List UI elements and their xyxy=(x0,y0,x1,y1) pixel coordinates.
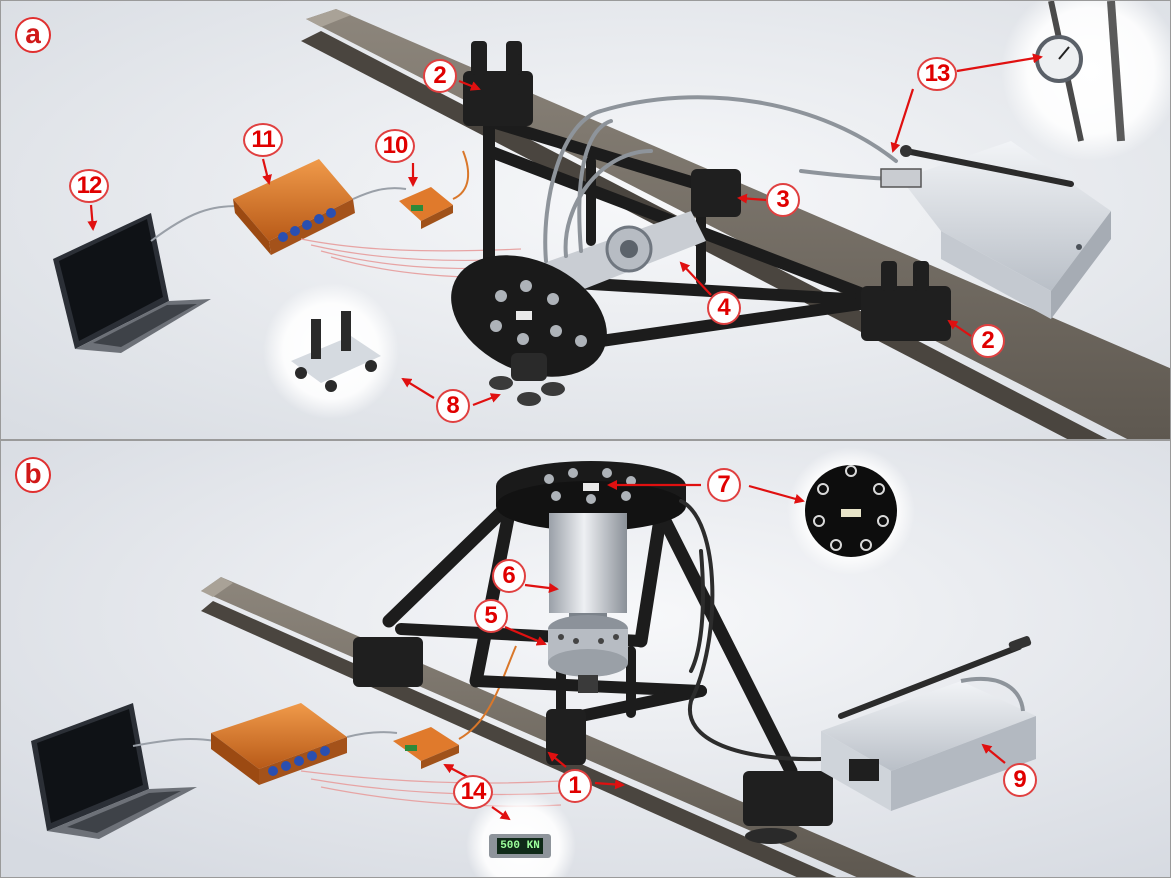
callout-a-12: 12 xyxy=(69,169,109,203)
callout-a-10: 10 xyxy=(375,129,415,163)
callout-a-3: 3 xyxy=(766,183,800,217)
callout-b-7: 7 xyxy=(707,468,741,502)
callout-b-1: 1 xyxy=(558,769,592,803)
callout-a-2-right: 2 xyxy=(971,324,1005,358)
panel-b: 500 KN b 1 5 6 7 9 14 xyxy=(0,440,1171,878)
callout-a-8: 8 xyxy=(436,389,470,423)
signal-conditioner xyxy=(399,187,453,229)
callout-a-11: 11 xyxy=(243,123,283,157)
panel-b-illustration xyxy=(1,441,1170,877)
data-acquisition-unit xyxy=(233,159,355,255)
plate-top-view-inset xyxy=(787,447,915,575)
panel-a: a 2 2 3 4 8 10 11 12 13 xyxy=(0,0,1171,440)
hand-pump xyxy=(880,141,1111,319)
callout-a-2-top: 2 xyxy=(423,59,457,93)
laptop xyxy=(53,213,211,353)
panel-a-label: a xyxy=(15,17,51,53)
load-display-reading: 500 KN xyxy=(500,840,540,852)
hand-pump xyxy=(821,636,1036,811)
panel-a-illustration xyxy=(1,1,1170,439)
hydraulic-hoses xyxy=(543,95,903,263)
pressure-gauge-inset xyxy=(1001,1,1170,161)
callout-a-4: 4 xyxy=(707,291,741,325)
support-inset xyxy=(263,283,399,419)
rail-clamp xyxy=(353,637,833,844)
signal-conditioner xyxy=(393,727,459,769)
load-display-inset xyxy=(466,791,576,877)
reaction-frame xyxy=(382,496,798,778)
support-feet xyxy=(489,353,565,406)
hydraulic-cylinder xyxy=(549,513,627,623)
hydraulic-hoses xyxy=(679,499,823,762)
laptop xyxy=(31,703,197,839)
callout-b-14: 14 xyxy=(453,775,493,809)
callout-a-13: 13 xyxy=(917,57,957,91)
callout-arrows xyxy=(443,480,1006,821)
load-cell xyxy=(548,615,628,693)
data-acquisition-unit xyxy=(211,703,347,785)
reaction-plate xyxy=(451,255,607,377)
reaction-plate xyxy=(496,461,686,531)
callout-b-9: 9 xyxy=(1003,763,1037,797)
panel-b-label: b xyxy=(15,457,51,493)
callout-b-6: 6 xyxy=(492,559,526,593)
callout-b-5: 5 xyxy=(474,599,508,633)
callout-arrows xyxy=(87,53,1043,407)
